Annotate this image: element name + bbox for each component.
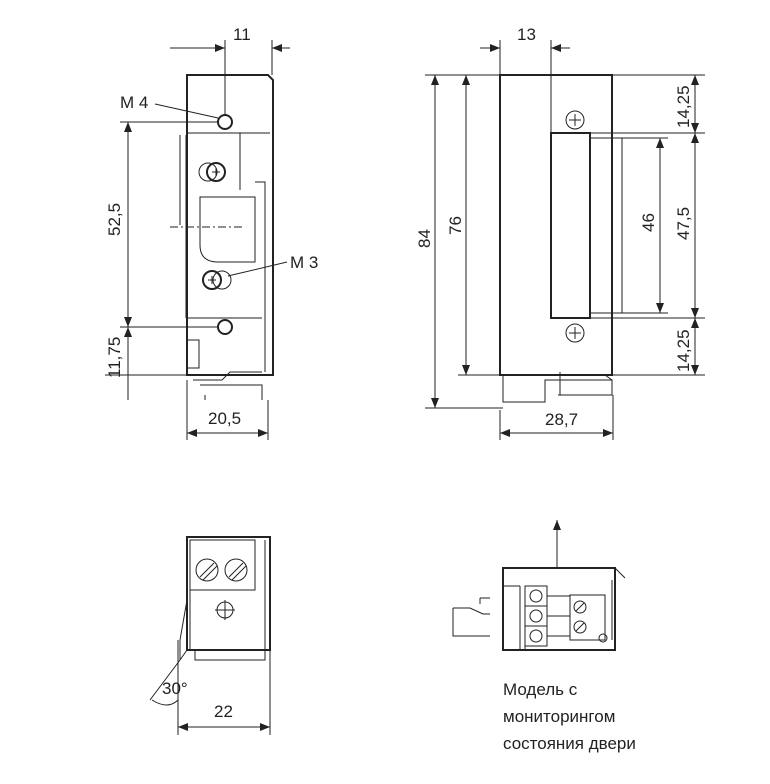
dim-plate-height: 46 (639, 213, 658, 232)
caption-line: состояния двери (503, 734, 636, 753)
monitor-view (452, 520, 626, 651)
dim-total-height: 84 (415, 229, 434, 248)
side-view: 13 84 76 46 47,5 14,25 14,25 28,7 (415, 25, 705, 440)
dim-width-top: 11 (233, 25, 251, 44)
label-m4: M 4 (120, 93, 148, 112)
monitor-caption: Модель с мониторингом состояния двери (503, 676, 636, 757)
caption-line: Модель с (503, 680, 578, 699)
dim-body-height: 76 (446, 216, 465, 235)
front-view: 11 M 4 52,5 11,75 M 3 20,5 (105, 25, 318, 440)
dim-width-bottom: 20,5 (208, 409, 241, 428)
dim-depth: 28,7 (545, 410, 578, 429)
dim-height-bottom: 11,75 (105, 337, 124, 378)
dim-angle: 30° (162, 679, 188, 698)
dim-height-between: 52,5 (105, 203, 124, 236)
dim-margin-top: 14,25 (674, 85, 693, 128)
caption-line: мониторингом (503, 707, 616, 726)
dim-margin-bottom: 14,25 (674, 329, 693, 372)
dim-width: 22 (214, 702, 233, 721)
dim-offset-top: 13 (517, 25, 536, 44)
label-m3: M 3 (290, 253, 318, 272)
bottom-view: 30° 22 (149, 536, 271, 735)
dim-plate-outer: 47,5 (674, 207, 693, 240)
